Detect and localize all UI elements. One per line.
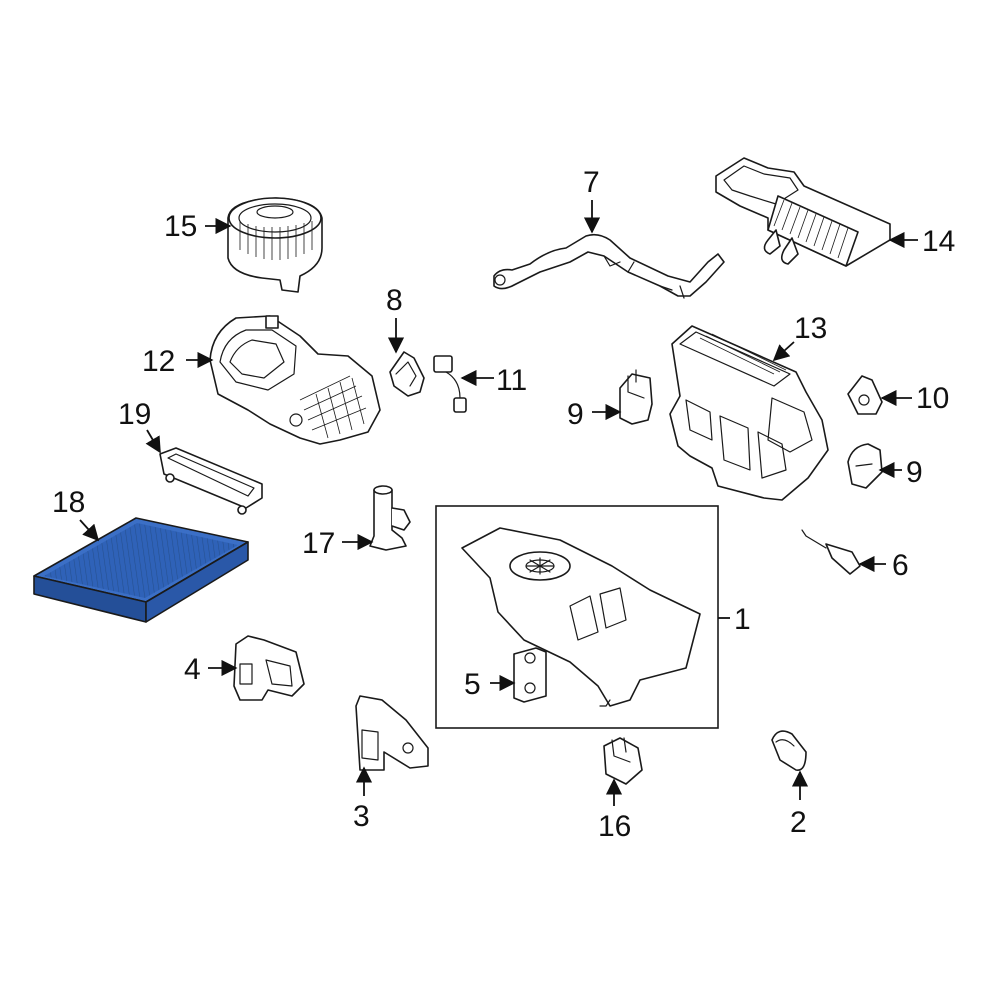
part-5-expansion-valve[interactable] bbox=[513, 647, 547, 703]
callout-19: 19 bbox=[118, 398, 151, 431]
part-1-evaporator-assembly[interactable] bbox=[435, 505, 719, 729]
part-4-seal[interactable] bbox=[233, 635, 305, 701]
callout-5: 5 bbox=[464, 668, 481, 701]
part-6-temperature-sensor[interactable] bbox=[801, 529, 861, 575]
part-16-blower-resistor[interactable] bbox=[603, 737, 643, 785]
part-10-bracket[interactable] bbox=[847, 375, 883, 415]
part-12-blower-housing[interactable] bbox=[209, 315, 381, 445]
part-9-sensor-left[interactable] bbox=[619, 369, 653, 425]
callout-1: 1 bbox=[734, 603, 751, 636]
inset-frame bbox=[435, 505, 719, 729]
part-7-vacuum-hose[interactable] bbox=[493, 233, 725, 299]
leader-18 bbox=[79, 519, 100, 542]
callout-13: 13 bbox=[794, 312, 827, 345]
part-15-blower-motor[interactable] bbox=[227, 197, 323, 293]
part-13-hvac-case[interactable] bbox=[669, 325, 829, 501]
part-17-drain-tube[interactable] bbox=[369, 485, 411, 551]
callout-18: 18 bbox=[52, 486, 85, 519]
part-3-bracket[interactable] bbox=[355, 695, 429, 771]
leader-19 bbox=[145, 429, 161, 454]
callout-10: 10 bbox=[916, 382, 949, 415]
callout-6: 6 bbox=[892, 549, 909, 582]
callout-17: 17 bbox=[302, 527, 335, 560]
leader-13 bbox=[772, 341, 795, 362]
callout-14: 14 bbox=[922, 225, 955, 258]
callout-15: 15 bbox=[164, 210, 197, 243]
part-11-wiring-harness[interactable] bbox=[433, 355, 467, 413]
callout-7: 7 bbox=[583, 166, 600, 199]
part-8-actuator[interactable] bbox=[389, 351, 425, 397]
part-9-sensor-right[interactable] bbox=[847, 443, 883, 489]
callout-labels: 15 7 14 8 11 12 13 9 10 19 9 18 17 6 1 4… bbox=[52, 166, 955, 843]
leader-lines bbox=[79, 200, 918, 806]
part-2-cap[interactable] bbox=[771, 730, 807, 771]
callout-3: 3 bbox=[353, 800, 370, 833]
callout-9-left: 9 bbox=[567, 398, 584, 431]
callout-12: 12 bbox=[142, 345, 175, 378]
callout-11: 11 bbox=[496, 364, 527, 397]
callout-8: 8 bbox=[386, 284, 403, 317]
callout-16: 16 bbox=[598, 810, 631, 843]
part-19-seal[interactable] bbox=[159, 447, 263, 515]
part-18-cabin-air-filter[interactable] bbox=[33, 517, 249, 623]
callout-4: 4 bbox=[184, 653, 201, 686]
callout-9-right: 9 bbox=[906, 456, 923, 489]
callout-2: 2 bbox=[790, 806, 807, 839]
part-14-heater-core[interactable] bbox=[715, 157, 891, 267]
